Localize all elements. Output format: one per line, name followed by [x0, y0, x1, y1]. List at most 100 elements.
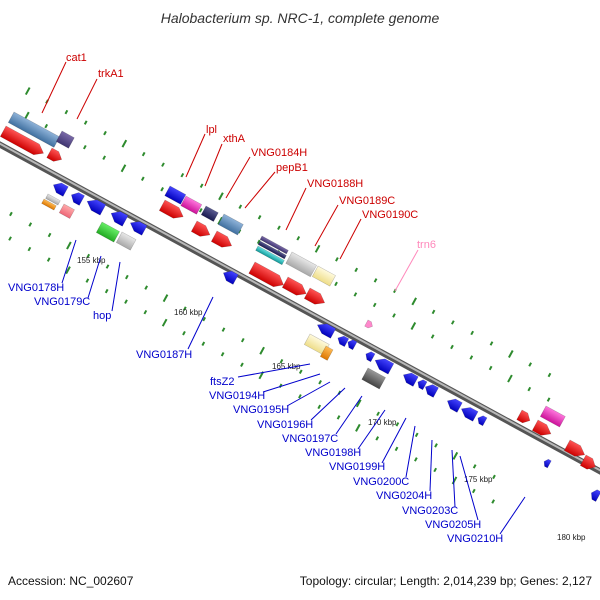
- domain-bar[interactable]: [259, 235, 289, 255]
- gene-arrow-VNG0178H[interactable]: [51, 180, 69, 197]
- gene-arrow[interactable]: [108, 208, 129, 227]
- leader-line: [335, 395, 363, 435]
- domain-bar[interactable]: [539, 405, 566, 428]
- leader-line: [262, 373, 321, 393]
- domain-bar[interactable]: [255, 245, 285, 266]
- gene-arrow[interactable]: [459, 404, 479, 422]
- tick-mark: [489, 341, 494, 346]
- gene-arrow[interactable]: [128, 218, 148, 236]
- gene-label-VNG0204H[interactable]: VNG0204H: [376, 490, 432, 502]
- gene-arrow[interactable]: [401, 370, 419, 387]
- gene-arrow[interactable]: [315, 320, 337, 339]
- tick-mark: [66, 241, 72, 250]
- tick-mark: [161, 162, 165, 167]
- leader-line: [310, 387, 346, 421]
- leader-line: [459, 455, 479, 521]
- domain-bar[interactable]: [257, 240, 287, 260]
- domain-bar[interactable]: [115, 231, 137, 251]
- gene-arrow-VNG0187H[interactable]: [221, 268, 239, 285]
- gene-label-VNG0199H[interactable]: VNG0199H: [329, 461, 385, 473]
- leader-line: [41, 61, 67, 114]
- domain-bar[interactable]: [200, 205, 219, 222]
- gene-arrow[interactable]: [579, 454, 598, 472]
- gene-arrow[interactable]: [364, 350, 376, 363]
- gene-arrow-VNG0188H[interactable]: [248, 261, 287, 291]
- gene-label-VNG0197C[interactable]: VNG0197C: [282, 433, 338, 445]
- domain-bar[interactable]: [45, 193, 61, 206]
- gene-arrow[interactable]: [69, 190, 85, 206]
- gene-arrow-VNG0184H[interactable]: [210, 230, 234, 251]
- domain-bar[interactable]: [41, 198, 57, 211]
- leader-line: [285, 187, 307, 231]
- gene-label-VNG0184H[interactable]: VNG0184H: [251, 147, 307, 159]
- gene-arrow[interactable]: [531, 419, 554, 439]
- leader-line: [87, 255, 102, 299]
- tick-mark: [46, 257, 51, 262]
- gene-label-VNG0205H[interactable]: VNG0205H: [425, 519, 481, 531]
- gene-arrow-cat1[interactable]: [0, 125, 46, 159]
- gene-arrow[interactable]: [589, 488, 600, 502]
- leader-line: [429, 439, 433, 492]
- gene-label-VNG0189C[interactable]: VNG0189C: [339, 195, 395, 207]
- gene-arrow-trkA1[interactable]: [46, 147, 65, 164]
- gene-arrow[interactable]: [423, 382, 439, 398]
- tick-mark: [431, 309, 436, 315]
- gene-arrow[interactable]: [336, 334, 350, 348]
- leader-line: [339, 218, 362, 260]
- gene-label-VNG0187H[interactable]: VNG0187H: [136, 349, 192, 361]
- tick-mark: [24, 111, 30, 120]
- gene-arrow[interactable]: [84, 196, 107, 216]
- gene-label-VNG0200C[interactable]: VNG0200C: [353, 476, 409, 488]
- gene-label-VNG0190C[interactable]: VNG0190C: [362, 209, 418, 221]
- gene-arrow[interactable]: [516, 409, 533, 425]
- tick-mark: [336, 415, 341, 420]
- gene-label-VNG0188H[interactable]: VNG0188H: [307, 178, 363, 190]
- tick-mark: [143, 309, 148, 315]
- gene-arrow[interactable]: [346, 338, 358, 351]
- gene-label-VNG0210H[interactable]: VNG0210H: [447, 533, 503, 545]
- gene-label-VNG0179C[interactable]: VNG0179C: [34, 296, 90, 308]
- gene-label-VNG0194H[interactable]: VNG0194H: [209, 390, 265, 402]
- gene-arrow-VNG0190C[interactable]: [303, 287, 327, 308]
- domain-bar[interactable]: [311, 265, 336, 287]
- gene-label-VNG0178H[interactable]: VNG0178H: [8, 282, 64, 294]
- gene-arrow[interactable]: [476, 414, 488, 427]
- gene-arrow-VNG0189C[interactable]: [281, 276, 309, 299]
- gene-label-lpl[interactable]: lpl: [206, 124, 217, 136]
- domain-bar[interactable]: [95, 221, 120, 243]
- gene-label-cat1[interactable]: cat1: [66, 52, 87, 64]
- leader-line: [314, 204, 339, 247]
- gene-arrow[interactable]: [372, 355, 395, 375]
- tick-mark: [199, 183, 204, 188]
- gene-label-trkA1[interactable]: trkA1: [98, 68, 124, 80]
- gene-arrow-lpl[interactable]: [158, 199, 186, 222]
- gene-label-VNG0198H[interactable]: VNG0198H: [305, 447, 361, 459]
- domain-bar[interactable]: [55, 130, 75, 149]
- gene-arrow-xthA[interactable]: [190, 220, 213, 240]
- domain-bar[interactable]: [7, 111, 61, 148]
- rna-trn6[interactable]: [364, 319, 374, 329]
- tick-mark: [394, 446, 399, 452]
- gene-arrow[interactable]: [563, 439, 587, 460]
- domain-bar[interactable]: [319, 345, 334, 361]
- leader-line: [405, 425, 416, 478]
- gene-arrow[interactable]: [445, 396, 463, 413]
- gene-label-pepB1[interactable]: pepB1: [276, 162, 308, 174]
- gene-label-VNG0195H[interactable]: VNG0195H: [233, 404, 289, 416]
- gene-label-VNG0203C[interactable]: VNG0203C: [402, 505, 458, 517]
- gene-label-xthA[interactable]: xthA: [223, 133, 246, 145]
- tick-mark: [507, 374, 513, 383]
- gene-label-ftsZ2[interactable]: ftsZ2: [210, 376, 234, 388]
- gene-arrow[interactable]: [542, 458, 552, 469]
- domain-bar[interactable]: [58, 203, 75, 219]
- domain-bar[interactable]: [164, 185, 187, 205]
- gene-label-trn6[interactable]: trn6: [417, 239, 436, 251]
- domain-bar[interactable]: [285, 251, 317, 278]
- gene-arrow[interactable]: [416, 378, 428, 391]
- domain-bar[interactable]: [361, 367, 386, 390]
- gene-label-VNG0196H[interactable]: VNG0196H: [257, 419, 313, 431]
- domain-bar[interactable]: [180, 195, 203, 215]
- domain-bar[interactable]: [217, 213, 244, 236]
- gene-label-hop[interactable]: hop: [93, 310, 111, 322]
